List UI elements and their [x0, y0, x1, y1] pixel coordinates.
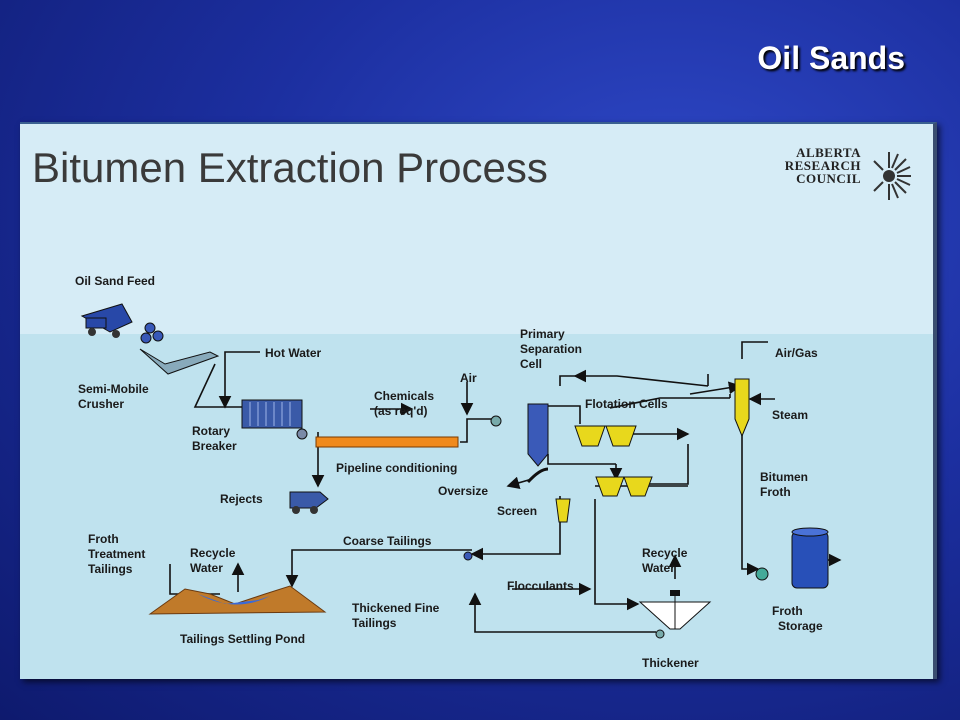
flotation-cells-bottom — [595, 476, 653, 497]
label-recycle-water-left: Recycle Water — [190, 546, 236, 575]
label-air: Air — [460, 371, 477, 385]
psc-top-loop — [573, 369, 709, 387]
tailings-settling-pond — [148, 585, 327, 615]
label-coarse-tailings: Coarse Tailings — [343, 534, 432, 548]
diagram-title: Bitumen Extraction Process — [32, 144, 548, 191]
bitumen-froth-line — [741, 434, 760, 576]
label-pipeline-conditioning: Pipeline conditioning — [336, 461, 458, 475]
label-recycle-water-right: Recycle Water — [642, 546, 688, 575]
coarse-tailings-pump — [463, 551, 473, 561]
psc-bottom-line — [547, 454, 616, 465]
hot-water-line — [218, 351, 260, 409]
rotary-breaker — [241, 399, 308, 440]
label-screen: Screen — [497, 504, 538, 518]
to-thickener — [594, 499, 640, 611]
crusher — [139, 322, 220, 375]
label-bitumen-froth: Bitumen Froth — [760, 470, 808, 499]
diagram-panel: Bitumen Extraction Process ALBERTA RESEA… — [20, 122, 937, 679]
thickened-fine-line — [468, 592, 656, 633]
label-froth-storage: Froth Storage — [772, 604, 823, 633]
coarse-tailings-to-pond — [285, 549, 472, 588]
label-rejects: Rejects — [220, 492, 263, 506]
label-flocculants: Flocculants — [507, 579, 574, 593]
froth-storage-tank — [755, 527, 829, 589]
label-froth-treatment-tailings: Froth Treatment Tailings — [88, 532, 146, 576]
label-oil-sand-feed: Oil Sand Feed — [75, 274, 156, 288]
label-oversize: Oversize — [438, 484, 489, 498]
alberta-research-council-logo: ALBERTA RESEARCH COUNCIL — [761, 146, 911, 206]
logo-text: ALBERTA RESEARCH COUNCIL — [784, 145, 861, 186]
label-hot-water: Hot Water — [265, 346, 322, 360]
conditioning-pipeline — [315, 436, 459, 448]
label-tailings-settling-pond: Tailings Settling Pond — [180, 632, 306, 646]
thickener-tank — [638, 590, 712, 639]
label-primary-separation-cell: Primary Separation Cell — [520, 327, 583, 371]
flotation-cells-top — [574, 425, 637, 447]
label-semi-mobile-crusher: Semi-Mobile Crusher — [78, 382, 149, 411]
label-steam: Steam — [772, 408, 809, 422]
primary-separation-cell — [490, 403, 549, 467]
sunburst-icon — [873, 152, 911, 200]
label-flotation-cells: Flotation Cells — [585, 397, 668, 411]
rejects-truck — [289, 491, 329, 514]
second-flotation-out — [632, 444, 689, 485]
pipeline-to-psc — [460, 418, 498, 443]
label-chemicals: Chemicals (as req'd) — [374, 389, 435, 418]
oil-sand-feed-truck — [80, 303, 133, 338]
label-rotary-breaker: Rotary Breaker — [192, 424, 237, 453]
screen — [526, 467, 571, 523]
label-thickener: Thickener — [642, 656, 699, 670]
air-gas-line — [741, 341, 768, 359]
conveyor-belt — [193, 363, 242, 408]
process-flow-diagram — [80, 303, 842, 639]
flotation-vent-line — [609, 397, 730, 409]
label-thickened-fine-tailings: Thickened Fine Tailings — [352, 601, 440, 630]
psc-to-flotation — [548, 405, 581, 424]
slide-title: Oil Sands — [757, 40, 905, 76]
loop-left — [559, 375, 575, 386]
froth-column — [734, 378, 750, 438]
froth-to-column — [689, 381, 742, 395]
label-air-gas: Air/Gas — [775, 346, 818, 360]
